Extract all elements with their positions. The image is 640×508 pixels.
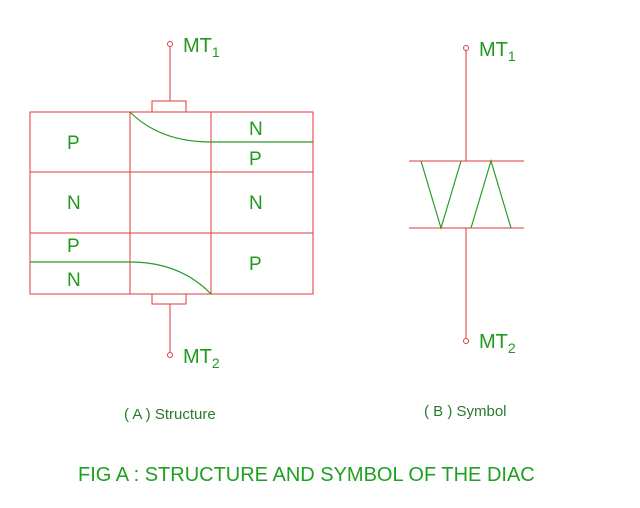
- structure-terminal-mt2: MT2: [151, 293, 220, 371]
- symbol-triangle-right: [470, 158, 512, 229]
- layer-label: P: [249, 149, 262, 170]
- terminal-node-icon: [167, 352, 173, 358]
- top-electrode: [151, 100, 187, 113]
- symbol-mt2-label: MT2: [479, 331, 516, 356]
- layer-label: N: [249, 193, 263, 214]
- junction-curve-bottom: [30, 261, 212, 295]
- layer-label: N: [67, 193, 81, 214]
- figure-title: FIG A : STRUCTURE AND SYMBOL OF THE DIAC: [78, 464, 535, 486]
- layer-label: P: [67, 133, 80, 154]
- bottom-electrode: [151, 293, 187, 305]
- structure-caption: ( A ) Structure: [124, 406, 216, 423]
- symbol-mt1-label: MT1: [479, 39, 516, 64]
- terminal-node-icon: [167, 41, 173, 47]
- symbol-terminal-mt2: MT2: [463, 228, 516, 356]
- symbol-caption: ( B ) Symbol: [424, 403, 507, 420]
- layer-label: N: [67, 270, 81, 291]
- structure-mt2-label: MT2: [183, 346, 220, 371]
- layer-label: N: [249, 119, 263, 140]
- structure-diagram: MT1 P N P N N P N P MT2 ( A ) Structu: [29, 35, 314, 423]
- junction-curve-top: [129, 111, 313, 143]
- terminal-node-icon: [463, 338, 469, 344]
- diac-symbol: [409, 158, 524, 231]
- structure-mt1-label: MT1: [183, 35, 220, 60]
- symbol-diagram: MT1 MT2 ( B ) Symbol: [409, 39, 524, 420]
- symbol-terminal-mt1: MT1: [463, 39, 516, 161]
- structure-terminal-mt1: MT1: [151, 35, 220, 113]
- layer-label: P: [67, 236, 80, 257]
- symbol-triangle-left: [420, 160, 462, 231]
- layer-label: P: [249, 254, 262, 275]
- terminal-node-icon: [463, 45, 469, 51]
